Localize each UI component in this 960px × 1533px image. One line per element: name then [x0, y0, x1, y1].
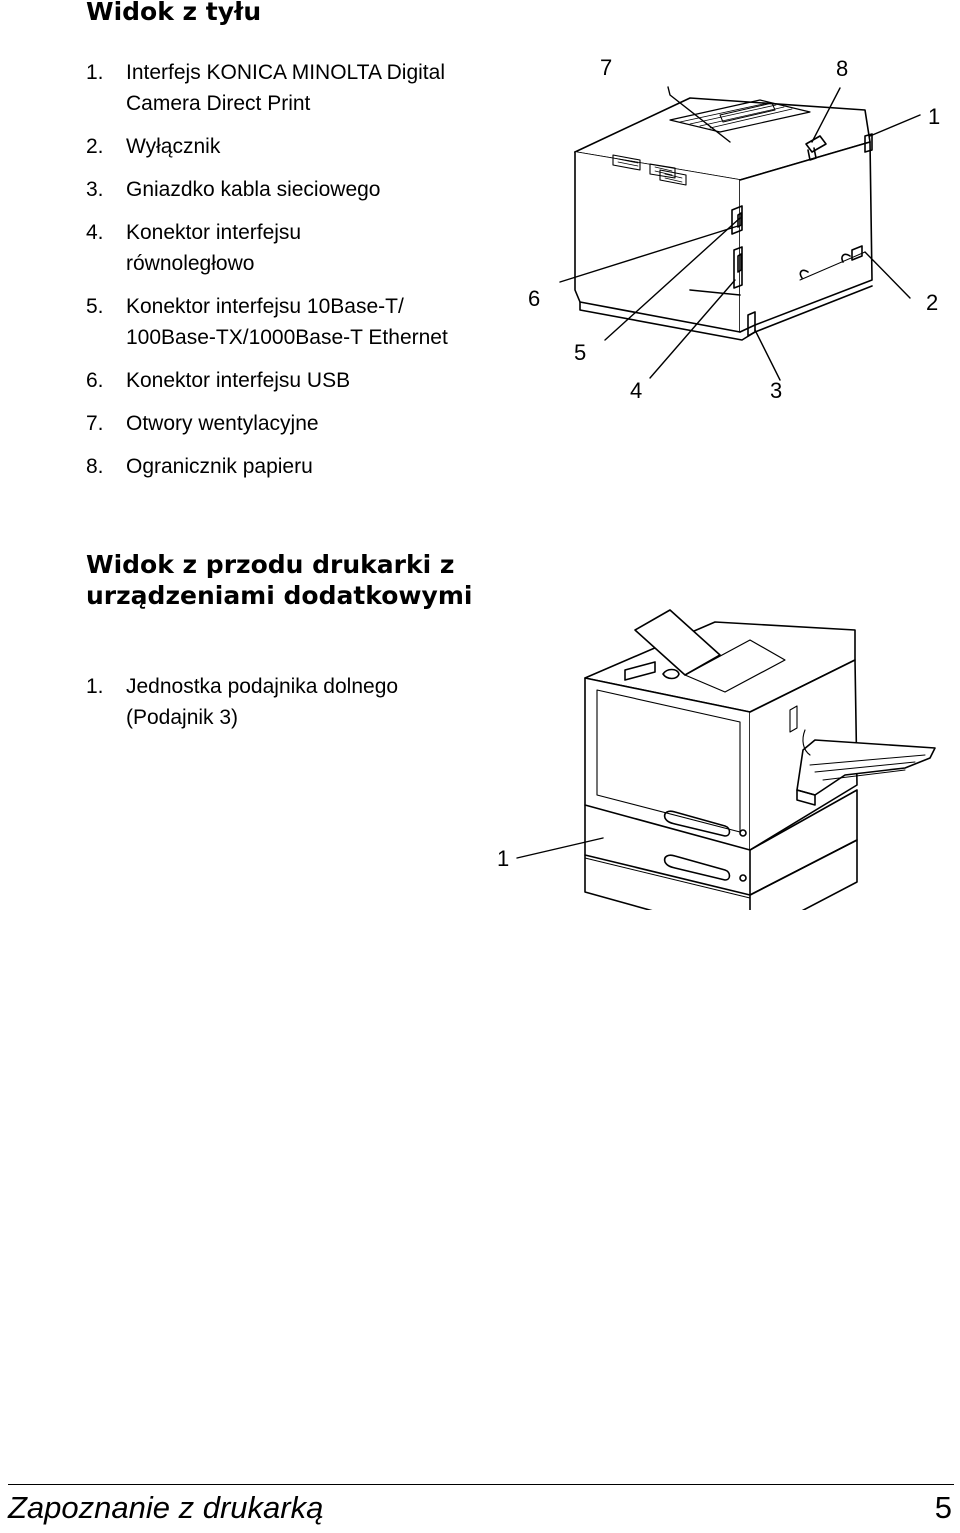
item-number: 5.: [86, 295, 104, 318]
item-number: 1.: [86, 675, 104, 698]
item-text: Konektor interfejsu USB: [126, 369, 351, 392]
item-number: 2.: [86, 135, 104, 158]
callout-6: 6: [528, 286, 540, 311]
item-text: Konektor interfejsu równoległowo: [126, 221, 302, 275]
item-text: Otwory wentylacyjne: [126, 412, 319, 435]
callout-4: 4: [630, 378, 642, 403]
item-text: Wyłącznik: [126, 135, 221, 158]
callout-8: 8: [836, 56, 848, 81]
callout-1: 1: [497, 846, 509, 871]
rear-view-list: 1. Interfejs KONICA MINOLTA Digital Camer…: [86, 57, 486, 494]
item-number: 4.: [86, 221, 104, 244]
list-item: 3. Gniazdko kabla sieciowego: [86, 174, 486, 205]
item-text: Ogranicznik papieru: [126, 455, 313, 478]
callout-2: 2: [926, 290, 938, 315]
list-item: 8. Ogranicznik papieru: [86, 451, 486, 482]
callout-7: 7: [600, 55, 612, 80]
front-printer-figure: 1: [485, 600, 955, 910]
item-number: 7.: [86, 412, 104, 435]
item-text: Jednostka podajnika dolnego (Podajnik 3): [126, 675, 399, 729]
item-number: 1.: [86, 61, 104, 84]
list-item: 5. Konektor interfejsu 10Base-T/ 100Base-…: [86, 291, 486, 353]
callout-1: 1: [928, 104, 940, 129]
front-view-heading: Widok z przodu drukarki z urządzeniami d…: [86, 550, 473, 610]
rear-printer-figure: 7 8 1 2 3 4 5 6: [510, 40, 960, 420]
item-text: Gniazdko kabla sieciowego: [126, 178, 381, 201]
list-item: 6. Konektor interfejsu USB: [86, 365, 486, 396]
callout-5: 5: [574, 340, 586, 365]
footer-divider: [8, 1484, 954, 1485]
list-item: 2. Wyłącznik: [86, 131, 486, 162]
page-number: 5: [934, 1490, 952, 1525]
footer-section-title: Zapoznanie z drukarką: [8, 1490, 324, 1525]
item-text: Konektor interfejsu 10Base-T/ 100Base-TX…: [126, 295, 448, 349]
item-number: 8.: [86, 455, 104, 478]
rear-view-heading: Widok z tyłu: [86, 0, 262, 26]
callout-3: 3: [770, 378, 782, 403]
list-item: 1. Jednostka podajnika dolnego (Podajnik …: [86, 671, 486, 733]
item-number: 3.: [86, 178, 104, 201]
front-view-list: 1. Jednostka podajnika dolnego (Podajnik …: [86, 671, 486, 745]
list-item: 1. Interfejs KONICA MINOLTA Digital Camer…: [86, 57, 486, 119]
item-text: Interfejs KONICA MINOLTA Digital Camera …: [126, 61, 445, 115]
item-number: 6.: [86, 369, 104, 392]
list-item: 7. Otwory wentylacyjne: [86, 408, 486, 439]
list-item: 4. Konektor interfejsu równoległowo: [86, 217, 486, 279]
